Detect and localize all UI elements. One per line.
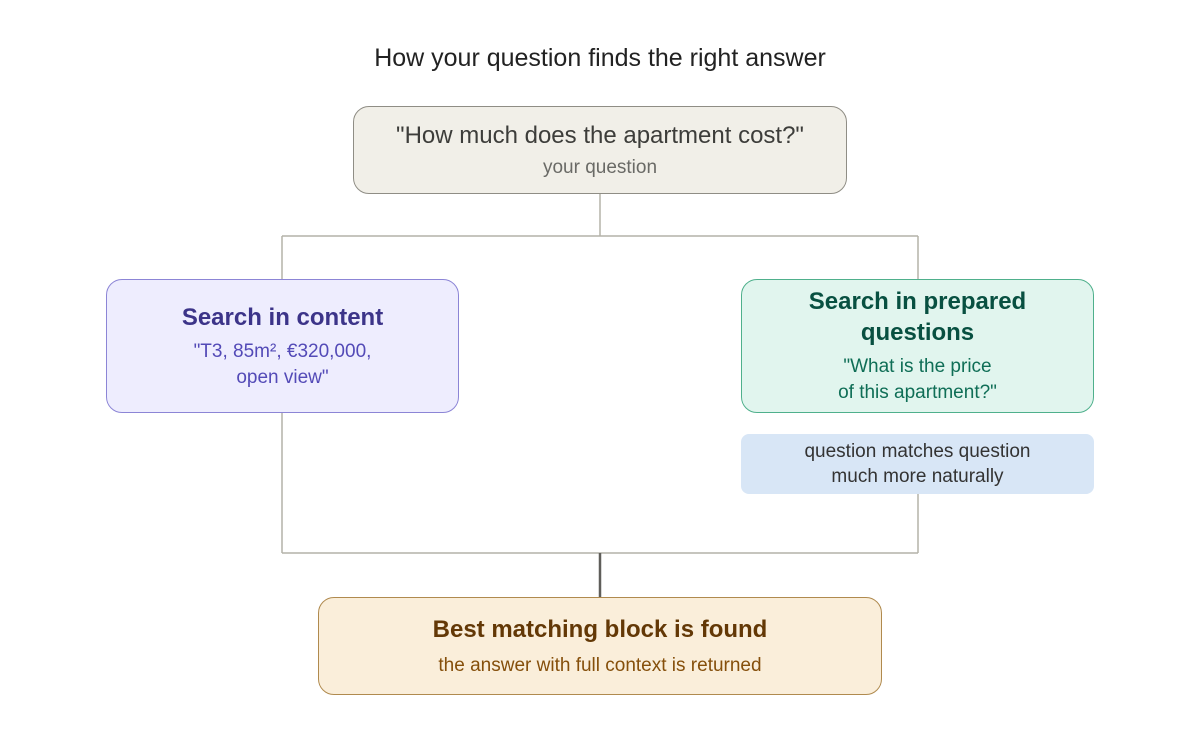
question-caption: your question <box>542 156 658 178</box>
prepared-search-example: "What is the price of this apartment?" <box>838 356 997 403</box>
prepared-search-box: Search in prepared questions "What is th… <box>741 279 1094 413</box>
result-title: Best matching block is found <box>432 615 768 643</box>
result-caption: the answer with full context is returned <box>438 654 762 676</box>
question-box: "How much does the apartment cost?" your… <box>353 106 847 194</box>
content-search-box: Search in content "T3, 85m², €320,000, o… <box>106 279 459 413</box>
question-text: "How much does the apartment cost?" <box>396 121 804 149</box>
match-note: question matches question much more natu… <box>741 434 1094 494</box>
result-box: Best matching block is found the answer … <box>318 597 882 695</box>
content-search-example: "T3, 85m², €320,000, open view" <box>193 340 372 388</box>
prepared-search-title: Search in prepared questions <box>808 288 1027 346</box>
content-search-title: Search in content <box>181 303 384 331</box>
diagram-title: How your question finds the right answer <box>374 44 826 72</box>
